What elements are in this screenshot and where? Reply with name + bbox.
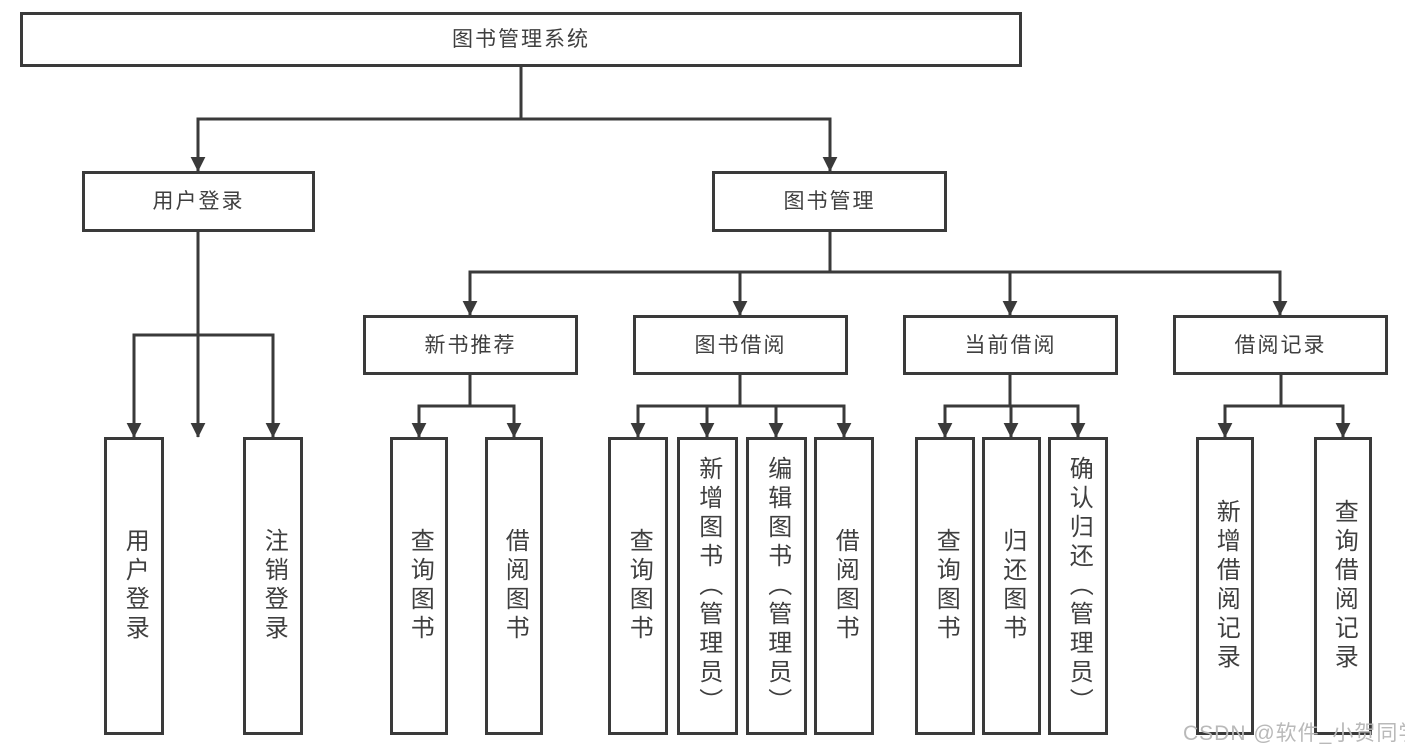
node-book-borrowing: 图书借阅 — [633, 315, 848, 375]
node-label: 当前借阅 — [964, 333, 1057, 357]
node-label: 借阅记录 — [1234, 333, 1327, 357]
node-label: 用户登录 — [121, 528, 149, 644]
node-label: 归还图书 — [998, 528, 1026, 644]
node-label: 图书管理 — [783, 190, 876, 213]
node-current-borrowing: 当前借阅 — [903, 315, 1118, 375]
leaf-query-books-current: 查询图书 — [915, 437, 975, 735]
connector-root-to-level2 — [190, 67, 838, 438]
leaf-user-login: 用户登录 — [104, 437, 164, 735]
connector-records-to-leaves — [1217, 375, 1351, 438]
leaf-edit-books-admin: 编辑图书（管理员） — [746, 437, 807, 735]
leaf-add-borrow-record: 新增借阅记录 — [1196, 437, 1254, 735]
connector-userlogin-to-leaves — [126, 232, 281, 438]
node-label: 用户登录 — [152, 190, 245, 213]
csdn-watermark: CSDN @软件_小贺同学 — [1183, 722, 1405, 745]
node-label: 注销登录 — [260, 528, 288, 644]
node-label: 借阅图书 — [831, 528, 859, 644]
connector-borrow-to-leaves — [630, 375, 852, 438]
leaf-query-books-borrow: 查询图书 — [608, 437, 668, 735]
node-label: 新增借阅记录 — [1212, 499, 1240, 673]
node-root-system: 图书管理系统 — [20, 12, 1022, 67]
node-new-book-recommend: 新书推荐 — [363, 315, 578, 375]
node-label: 编辑图书（管理员） — [763, 455, 791, 717]
node-borrow-records: 借阅记录 — [1173, 315, 1388, 375]
node-book-management-module: 图书管理 — [712, 171, 947, 232]
leaf-query-borrow-record: 查询借阅记录 — [1314, 437, 1372, 735]
connector-newbooks-to-leaves — [411, 375, 522, 438]
leaf-query-books-recommend: 查询图书 — [390, 437, 448, 735]
leaf-return-books: 归还图书 — [982, 437, 1041, 735]
node-user-login-module: 用户登录 — [82, 171, 315, 232]
node-label: 确认归还（管理员） — [1065, 455, 1093, 717]
node-label: 查询图书 — [406, 528, 434, 644]
leaf-logout: 注销登录 — [243, 437, 303, 735]
connector-bookmgmt-to-level3 — [462, 232, 1288, 316]
leaf-confirm-return-admin: 确认归还（管理员） — [1048, 437, 1108, 735]
node-label: 图书借阅 — [694, 333, 787, 357]
leaf-borrow-books-recommend: 借阅图书 — [485, 437, 543, 735]
leaf-borrow-books: 借阅图书 — [814, 437, 874, 735]
node-label: 图书管理系统 — [452, 28, 590, 51]
node-label: 查询图书 — [625, 528, 653, 644]
node-label: 查询图书 — [932, 528, 960, 644]
connector-current-to-leaves — [937, 375, 1086, 438]
node-label: 借阅图书 — [501, 528, 529, 644]
node-label: 查询借阅记录 — [1330, 499, 1358, 673]
node-label: 新增图书（管理员） — [694, 455, 722, 717]
leaf-add-books-admin: 新增图书（管理员） — [677, 437, 738, 735]
node-label: 新书推荐 — [424, 333, 517, 357]
